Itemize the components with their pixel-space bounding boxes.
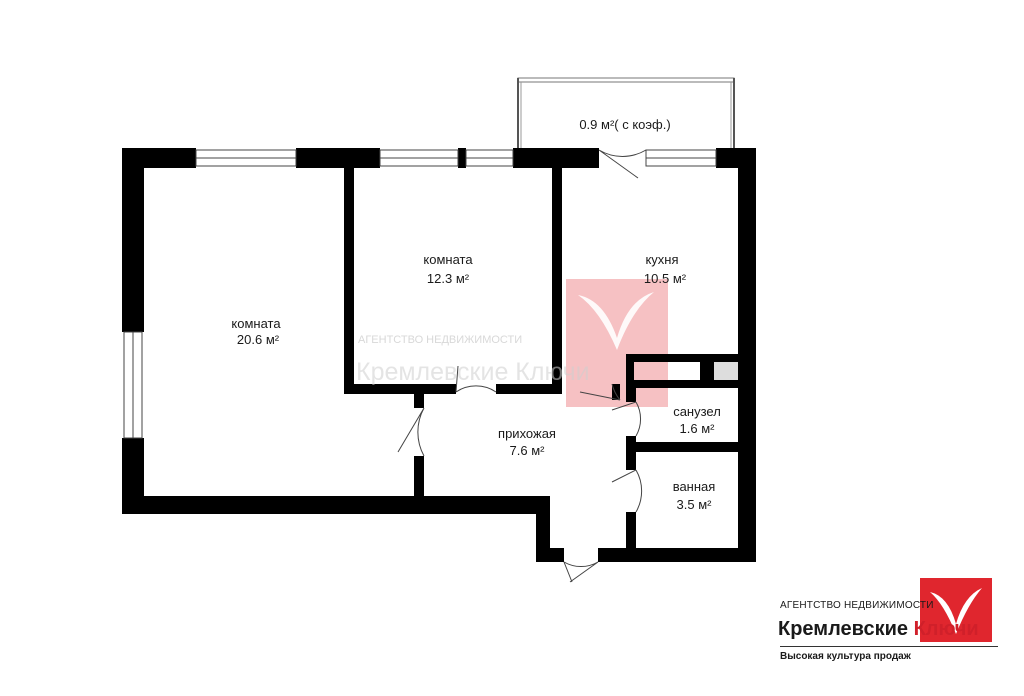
- room-small-area: 12.3 м²: [427, 271, 470, 286]
- logo-divider: [780, 646, 998, 647]
- doors: [397, 149, 647, 583]
- room-large-name: комната: [231, 316, 281, 331]
- hallway-name: прихожая: [498, 426, 556, 441]
- toilet-area: 1.6 м²: [680, 421, 716, 436]
- toilet-name: санузел: [673, 404, 721, 419]
- room-large-area: 20.6 м²: [237, 332, 280, 347]
- logo-name-part2: Ключи: [913, 618, 979, 640]
- walls: [122, 148, 756, 562]
- watermark-big-text: Кремлевские Ключи: [356, 358, 590, 386]
- kitchen-area: 10.5 м²: [644, 271, 687, 286]
- logo-small-text: АГЕНТСТВО НЕДВИЖИМОСТИ: [780, 600, 934, 611]
- windows: [123, 149, 717, 439]
- kitchen-name: кухня: [645, 252, 678, 267]
- hallway-area: 7.6 м²: [510, 443, 546, 458]
- watermark-small-text: АГЕНТСТВО НЕДВИЖИМОСТИ: [358, 334, 522, 346]
- room-small-name: комната: [423, 252, 473, 267]
- vent-box: [714, 362, 738, 380]
- balcony: [517, 77, 735, 148]
- logo-mark-icon: [920, 578, 992, 642]
- logo-tagline: Высокая культура продаж: [780, 651, 911, 662]
- logo-name: Кремлевские Ключи: [778, 618, 979, 641]
- agency-logo: АГЕНТСТВО НЕДВИЖИМОСТИ Кремлевские Ключи…: [760, 578, 1000, 678]
- logo-name-part1: Кремлевские: [778, 618, 908, 640]
- bathroom-name: ванная: [673, 479, 716, 494]
- watermark-check-icon: [578, 292, 654, 350]
- bathroom-area: 3.5 м²: [677, 497, 713, 512]
- balcony-area: 0.9 м²( с коэф.): [579, 117, 670, 132]
